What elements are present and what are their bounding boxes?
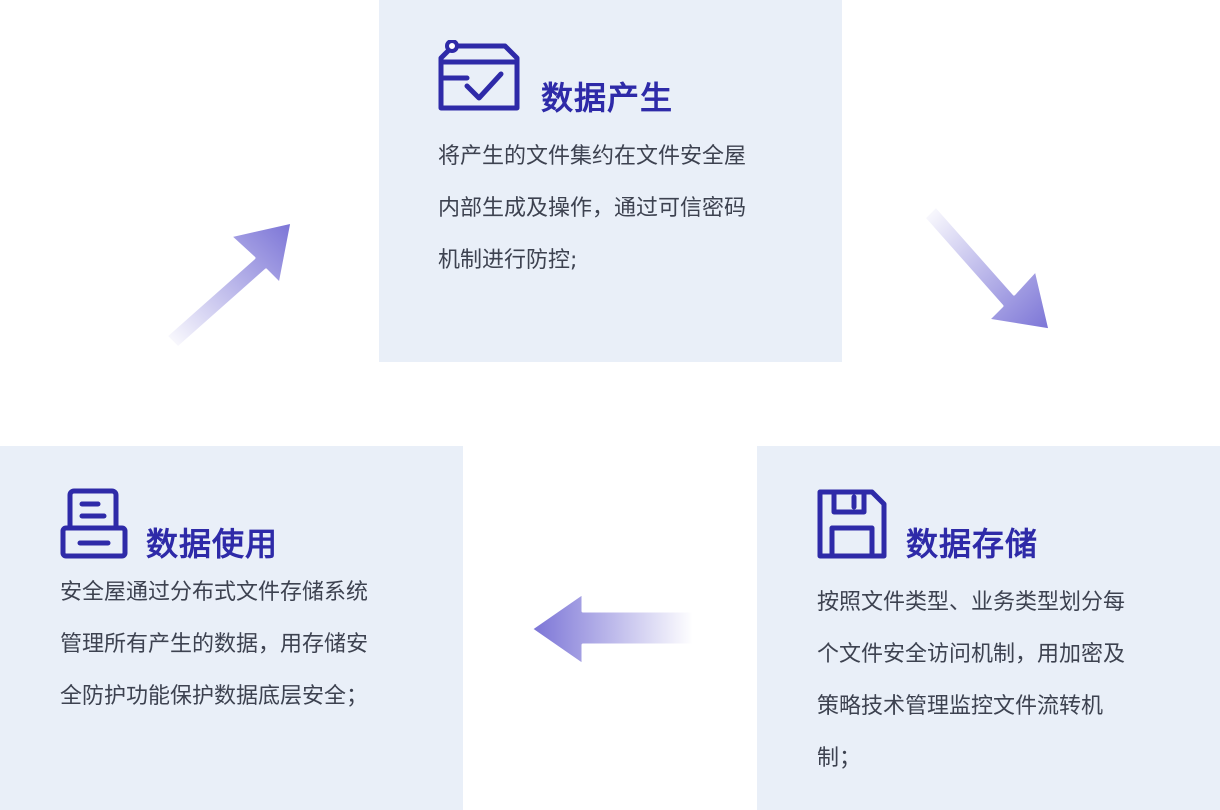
description-line: 安全屋通过分布式文件存储系统: [60, 580, 369, 605]
arrow-left-icon: [529, 591, 695, 667]
card-title: 数据产生: [541, 79, 674, 117]
description-line: 策略技术管理监控文件流转机: [817, 694, 1104, 719]
card-data-produce: 数据产生 将产生的文件集约在文件安全屋 内部生成及操作，通过可信密码 机制进行防…: [379, 0, 842, 362]
description-line: 内部生成及操作，通过可信密码: [438, 196, 747, 221]
description-line: 个文件安全访问机制，用加密及: [817, 642, 1126, 667]
arrow-up-right-icon: [164, 220, 294, 350]
description-line: 管理所有产生的数据，用存储安: [60, 632, 369, 657]
description-line: 按照文件类型、业务类型划分每: [817, 590, 1126, 615]
printer-document-icon: [60, 488, 128, 559]
description-line: 制；: [817, 746, 862, 771]
card-title: 数据存储: [906, 525, 1039, 563]
floppy-disk-icon: [817, 489, 887, 559]
description-line: 将产生的文件集约在文件安全屋: [438, 144, 747, 169]
description-line: 机制进行防控;: [438, 248, 578, 273]
card-description: 将产生的文件集约在文件安全屋 内部生成及操作，通过可信密码 机制进行防控;: [438, 131, 746, 287]
card-description: 按照文件类型、业务类型划分每 个文件安全访问机制，用加密及 策略技术管理监控文件…: [817, 577, 1125, 785]
arrow-down-right-icon: [922, 204, 1052, 332]
card-title: 数据使用: [146, 525, 279, 563]
description-line: 全防护功能保护数据底层安全；: [60, 684, 369, 709]
card-data-use: 数据使用 安全屋通过分布式文件存储系统 管理所有产生的数据，用存储安 全防护功能…: [0, 446, 463, 810]
inbox-check-icon: [438, 40, 520, 111]
card-description: 安全屋通过分布式文件存储系统 管理所有产生的数据，用存储安 全防护功能保护数据底…: [60, 567, 368, 723]
card-data-store: 数据存储 按照文件类型、业务类型划分每 个文件安全访问机制，用加密及 策略技术管…: [757, 446, 1220, 810]
